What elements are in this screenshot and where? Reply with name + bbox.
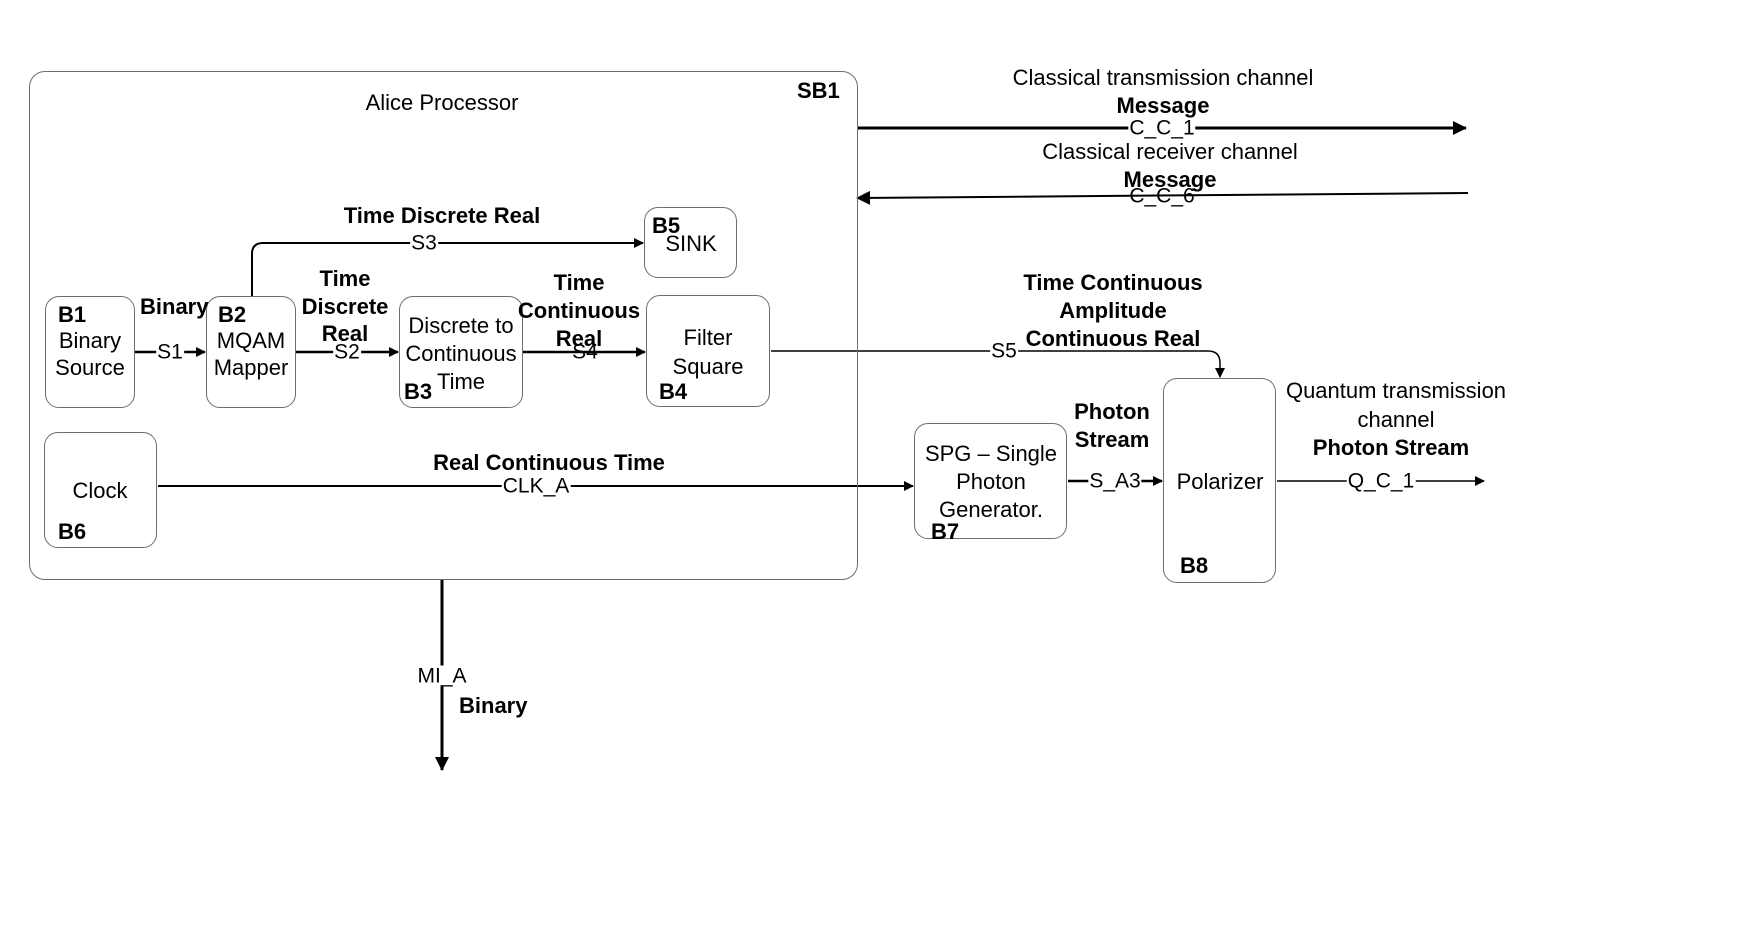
channel-type: Message — [1116, 93, 1210, 118]
signal-type-label: Time — [553, 270, 605, 295]
clock-block — [44, 432, 157, 548]
signal-type-label: Time — [319, 266, 371, 291]
signal-type-label: Real — [555, 326, 603, 351]
channel-name: Q_C_1 — [1346, 469, 1416, 493]
block-id: B8 — [1180, 553, 1209, 578]
signal-type-label: Real Continuous Time — [433, 450, 665, 475]
channel-type: Message — [1123, 167, 1217, 192]
signal-name: MI_A — [416, 664, 468, 688]
mqam-mapper-block — [206, 296, 296, 408]
block-id: B5 — [652, 213, 681, 238]
block-label: Time — [436, 369, 486, 394]
signal-name: S5 — [990, 339, 1018, 363]
signal-name: S4 — [572, 340, 598, 364]
binary-source-block — [45, 296, 135, 408]
signal-name: S2 — [333, 340, 361, 364]
wire-s3 — [251, 238, 644, 296]
signal-type-label: Stream — [1074, 427, 1150, 452]
block-label: Continuous — [405, 341, 517, 366]
signal-type-label: Continuous — [517, 298, 641, 323]
block-label: Source — [55, 355, 125, 380]
superblock-id: SB1 — [797, 78, 840, 103]
signal-name: S_A3 — [1088, 469, 1142, 493]
block-label: Photon — [956, 469, 1026, 494]
signal-type-label: Time Discrete Real — [343, 203, 541, 228]
block-label: Polarizer — [1176, 469, 1264, 494]
alice-processor-superblock — [29, 71, 858, 580]
block-id: B2 — [218, 302, 247, 327]
channel-title: Classical receiver channel — [1042, 139, 1298, 164]
block-label: Square — [672, 354, 744, 379]
single-photon-generator-block — [914, 423, 1067, 539]
block-id: B1 — [58, 302, 87, 327]
wire-cc6 — [856, 190, 1469, 205]
block-label: SPG – Single — [924, 441, 1058, 466]
block-label: Mapper — [213, 355, 289, 380]
block-label: Filter — [683, 325, 733, 350]
signal-type-label: Continuous Real — [1025, 326, 1201, 351]
signal-name: CLK_A — [501, 474, 571, 498]
block-label: MQAM — [216, 328, 286, 353]
filter-square-block — [646, 295, 770, 407]
polarizer-block — [1163, 378, 1276, 583]
block-label: Discrete to — [408, 313, 514, 338]
signal-type-label: Amplitude — [1059, 298, 1167, 323]
channel-name: C_C_1 — [1128, 116, 1196, 140]
signal-type-label: Real — [321, 321, 369, 346]
block-label: Binary — [58, 328, 122, 353]
signal-type-label: Binary — [459, 693, 528, 718]
channel-title: Classical transmission channel — [1012, 65, 1314, 90]
signal-type-label: Binary — [140, 294, 209, 319]
block-label: Generator. — [939, 497, 1043, 522]
block-id: B3 — [404, 379, 433, 404]
signal-type-label: Discrete — [301, 294, 389, 319]
signal-type-label: Time Continuous — [1023, 270, 1203, 295]
wire-s5 — [771, 350, 1225, 378]
signal-type-label: Photon — [1074, 399, 1150, 424]
channel-title: channel — [1357, 407, 1435, 432]
channel-name: C_C_6 — [1129, 184, 1195, 208]
signal-name: S3 — [410, 231, 438, 255]
sink-block — [644, 207, 737, 278]
block-label: SINK — [665, 231, 717, 256]
signal-name: S1 — [156, 340, 184, 364]
block-id: B4 — [659, 379, 688, 404]
discrete-to-continuous-block — [399, 296, 523, 408]
block-id: B6 — [58, 519, 87, 544]
channel-title: Quantum transmission — [1285, 378, 1507, 403]
block-id: B7 — [931, 519, 960, 544]
block-label: Clock — [72, 478, 128, 503]
superblock-title: Alice Processor — [365, 90, 519, 115]
channel-type: Photon Stream — [1312, 435, 1470, 460]
